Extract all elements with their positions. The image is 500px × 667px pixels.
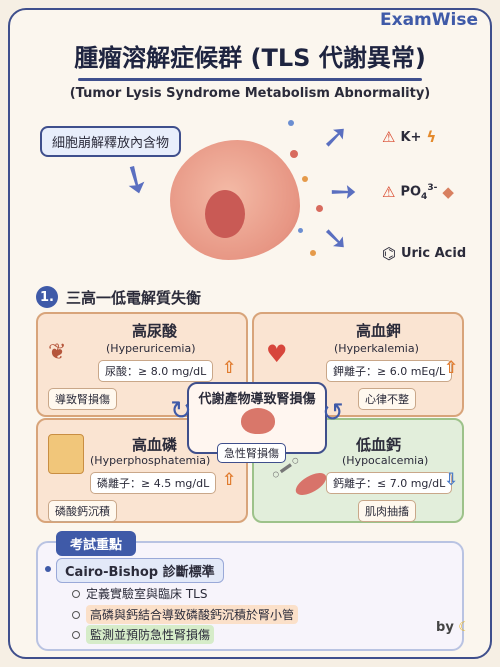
cycle-arrow-left-icon: ↻ — [170, 396, 192, 426]
potassium-label: K+ — [400, 129, 422, 145]
exam-key-points-title: 考試重點 — [56, 531, 137, 556]
list-item: 監測並預防急性腎損傷 — [72, 625, 215, 644]
particle — [290, 150, 298, 158]
panel-value: 尿酸：≥ 8.0 mg/dL — [98, 360, 214, 382]
bullet-ring — [72, 589, 80, 598]
brand-logo: ExamWise — [380, 10, 478, 30]
panel-value: 磷離子：≥ 4.5 mg/dL — [90, 472, 217, 494]
increase-arrow-icon: ⇧ — [444, 358, 459, 378]
section-heading: 1. 三高一低電解質失衡 — [36, 286, 201, 308]
bullet-ring — [72, 630, 80, 639]
kidney-icon — [241, 408, 275, 434]
panel-consequence-tag: 磷酸鈣沉積 — [48, 500, 117, 522]
uric-acid-output: ⌬ Uric Acid — [382, 244, 466, 263]
center-title: 代謝產物導致腎損傷 — [198, 392, 316, 407]
cycle-arrow-right-icon: ↺ — [322, 398, 344, 428]
bullet-dot — [45, 566, 51, 572]
decrease-arrow-icon: ⇩ — [444, 470, 459, 490]
panel-english-title: (Hyperuricemia) — [106, 342, 196, 355]
section-title: 三高一低電解質失衡 — [66, 288, 202, 307]
panel-value: 鉀離子：≥ 6.0 mEq/L — [326, 360, 453, 382]
panel-english-title: (Hyperkalemia) — [334, 342, 419, 355]
particle — [288, 120, 294, 126]
panel-title: 高血磷 — [132, 436, 178, 454]
crystal-icon: ◆ — [442, 183, 454, 202]
panel-consequence-tag: 導致腎損傷 — [48, 388, 117, 410]
panel-title: 高血鉀 — [356, 322, 402, 340]
arrow-to-potassium-icon: ➚ — [322, 117, 349, 155]
panel-title: 高尿酸 — [132, 322, 178, 340]
heart-icon: ♥ — [266, 340, 288, 368]
byline: by ☾ — [436, 620, 470, 635]
particle — [302, 176, 308, 182]
cairo-bishop-criteria: Cairo-Bishop 診斷標準 — [56, 558, 224, 583]
section-number-badge: 1. — [36, 286, 58, 308]
banana-icon: ☾ — [458, 620, 470, 635]
list-item: 定義實驗室與臨床 TLS — [72, 585, 207, 602]
warning-icon: ⚠ — [382, 128, 396, 146]
panel-value: 鈣離子：≤ 7.0 mg/dL — [326, 472, 453, 494]
panel-consequence-tag: 肌肉抽搐 — [358, 500, 416, 522]
particle — [298, 228, 303, 233]
potassium-output: ⚠ K+ ϟ — [382, 128, 436, 146]
particle — [310, 250, 316, 256]
uric-acid-label: Uric Acid — [400, 246, 467, 261]
particle — [316, 205, 323, 212]
cell-nucleus-illustration — [205, 190, 245, 238]
hyperphosphatemia-panel: 高血磷 (Hyperphosphatemia) 磷離子：≥ 4.5 mg/dL … — [36, 418, 248, 523]
cell-release-label: 細胞崩解釋放內含物 — [40, 126, 182, 157]
panel-english-title: (Hypocalcemia) — [342, 454, 429, 467]
panel-title: 低血鈣 — [356, 436, 402, 454]
phosphate-output: ⚠ PO43- ◆ — [382, 183, 454, 202]
panel-consequence-tag: 心律不整 — [358, 388, 416, 410]
molecule-icon: ⌬ — [382, 244, 396, 263]
page-subtitle: (Tumor Lysis Syndrome Metabolism Abnorma… — [69, 86, 431, 101]
increase-arrow-icon: ⇧ — [222, 358, 237, 378]
tissue-deposit-icon — [48, 434, 84, 474]
increase-arrow-icon: ⇧ — [222, 470, 237, 490]
title-underline — [78, 78, 422, 81]
bullet-ring — [72, 610, 80, 619]
kidney-icon: ❦ — [48, 340, 67, 365]
lightning-icon: ϟ — [426, 128, 437, 146]
panel-english-title: (Hyperphosphatemia) — [90, 454, 211, 467]
arrow-to-phosphate-icon: ➙ — [330, 172, 357, 210]
kidney-injury-center-box: 代謝產物導致腎損傷 急性腎損傷 — [187, 382, 327, 463]
arrow-to-uric-acid-icon: ➘ — [322, 219, 349, 257]
list-item: 高磷與鈣結合導致磷酸鈣沉積於腎小管 — [72, 605, 299, 624]
page-title: 腫瘤溶解症候群 (TLS 代謝異常) — [74, 44, 426, 72]
phosphate-label: PO43- — [400, 183, 438, 202]
acute-kidney-injury-tag: 急性腎損傷 — [217, 443, 286, 463]
warning-icon: ⚠ — [382, 183, 396, 202]
